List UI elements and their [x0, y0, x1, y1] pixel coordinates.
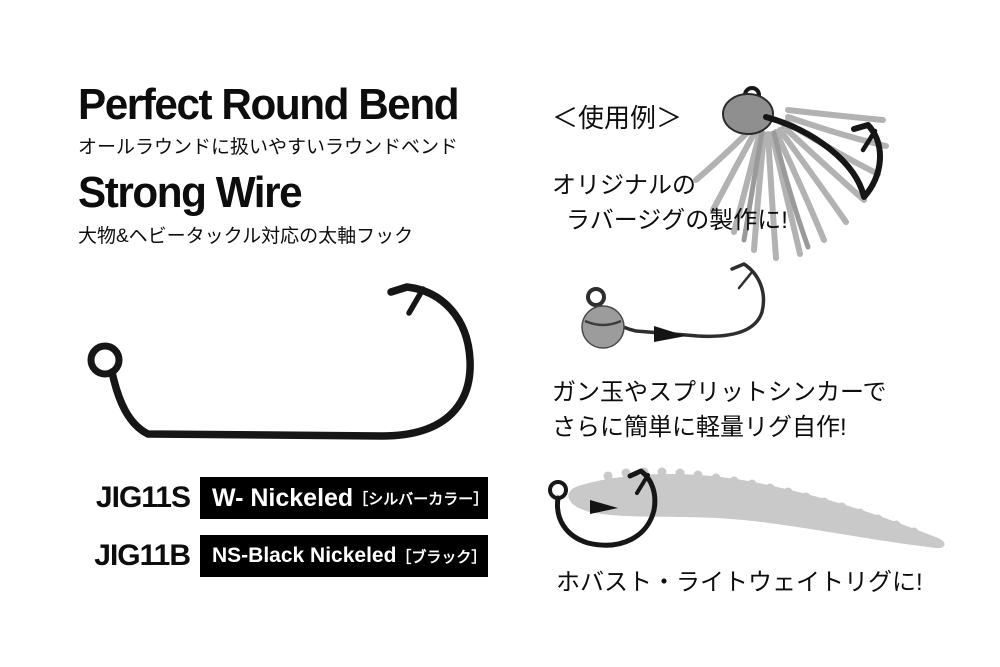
usage-caption-hover-rig: ホバスト・ライトウェイトリグに!	[556, 565, 923, 600]
product-finish-badge: W- Nickeled ［シルバーカラー］	[200, 477, 488, 519]
jig-hook	[763, 114, 883, 200]
jig-hook-barb	[860, 128, 878, 153]
product-code: JIG11B	[94, 539, 191, 572]
caption-line: ラバージグの製作に!	[566, 207, 788, 234]
product-finish-label: NS-Black Nickeled	[212, 544, 397, 567]
worm-hook	[554, 468, 658, 548]
usage-caption-split-shot: ガン玉やスプリットシンカーで さらに簡単に軽量リグ自作!	[552, 375, 887, 445]
split-shot-rig-illustration	[581, 262, 766, 349]
usage-section-title: ＜使用例＞	[552, 103, 683, 133]
hook-barb	[406, 286, 426, 316]
jig-skirt-strands	[693, 107, 889, 261]
light-hook-barb	[737, 270, 754, 290]
caption-line: ガン玉やスプリットシンカーで	[552, 379, 887, 406]
hook-eye	[87, 342, 123, 378]
light-hook-eye	[586, 287, 606, 307]
worm-rib-bumps	[603, 467, 919, 537]
split-shot-sinker	[581, 305, 625, 349]
product-finish-label: W- Nickeled	[212, 483, 354, 512]
worm-bait-keeper	[590, 500, 618, 514]
headline-strong-wire: Strong Wire	[78, 168, 303, 217]
worm-rig-illustration	[548, 467, 945, 549]
jig-hook-illustration	[87, 283, 474, 440]
caption-line: オリジナルの	[552, 172, 696, 199]
jig-skirt-strands-dark	[741, 129, 811, 250]
product-row: JIG11B NS-Black Nickeled ［ブラック］	[72, 535, 488, 577]
feature1-subtitle: オールラウンドに扱いやすいラウンドベンド	[78, 137, 459, 158]
feature2-subtitle: 大物&ヘビータックル対応の太軸フック	[78, 226, 414, 247]
product-finish-badge: NS-Black Nickeled ［ブラック］	[200, 535, 488, 577]
bait-keeper	[654, 326, 686, 342]
soft-worm-body	[568, 473, 945, 549]
usage-caption-rubber-jig: オリジナルの ラバージグの製作に!	[552, 168, 788, 238]
caption-line: さらに簡単に軽量リグ自作!	[552, 414, 847, 441]
product-row: JIG11S W- Nickeled ［シルバーカラー］	[72, 477, 488, 519]
product-code: JIG11S	[95, 481, 191, 514]
jig-head	[722, 93, 774, 135]
sinker-slit	[584, 319, 622, 327]
headline-perfect-round-bend: Perfect Round Bend	[78, 80, 460, 129]
hook-shank-and-bend	[108, 283, 474, 440]
product-color-label: ［ブラック］	[396, 548, 487, 566]
worm-hook-barb	[635, 473, 650, 495]
rubber-jig-illustration	[693, 86, 889, 261]
product-color-label: ［シルバーカラー］	[353, 490, 489, 508]
caption-line: ホバスト・ライトウェイトリグに!	[556, 569, 923, 596]
